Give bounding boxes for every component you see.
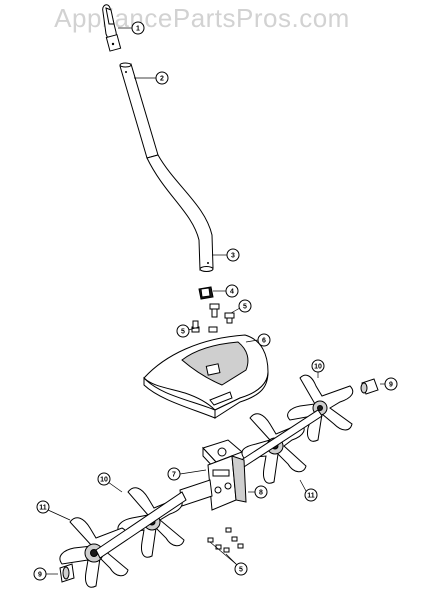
part-9-hub-cap-right[interactable] xyxy=(360,378,379,395)
callout-3: 3 xyxy=(226,248,240,262)
callout-5-lower: 5 xyxy=(234,562,248,576)
part-2-upper-handle-tube[interactable] xyxy=(119,62,159,159)
part-6-tine-shield[interactable] xyxy=(143,334,269,419)
callout-2: 2 xyxy=(155,71,169,85)
watermark: AppliancePartsPros.com xyxy=(54,3,350,33)
part-8-gearbox[interactable] xyxy=(179,455,247,511)
callout-6-label: 6 xyxy=(262,338,266,345)
callout-10-right: 10 xyxy=(311,359,325,373)
tine-shaft-left xyxy=(95,491,187,559)
callout-11-left: 11 xyxy=(36,500,50,514)
callout-5-left: 5 xyxy=(176,324,190,338)
callout-6: 6 xyxy=(257,333,271,347)
callout-9-left-label: 9 xyxy=(38,572,42,579)
part-10-right-outer-tine[interactable] xyxy=(287,374,354,442)
callout-10-left: 10 xyxy=(97,472,111,486)
callout-8-label: 8 xyxy=(259,490,263,497)
callout-10-right-label: 10 xyxy=(314,364,322,371)
callout-7: 7 xyxy=(167,467,181,481)
callout-9-left: 9 xyxy=(33,567,47,581)
part-5-lower-hardware[interactable] xyxy=(207,527,244,553)
part-5-upper-hardware[interactable] xyxy=(191,303,235,333)
part-4-bushing[interactable] xyxy=(198,286,214,300)
callout-1-label: 1 xyxy=(136,26,140,33)
callout-7-label: 7 xyxy=(172,472,176,479)
part-1-handle-grip[interactable] xyxy=(102,4,122,52)
leader-lines xyxy=(46,27,386,575)
callout-4: 4 xyxy=(225,284,239,298)
callout-9-right: 9 xyxy=(384,377,398,391)
callout-11-right: 11 xyxy=(304,488,318,502)
callout-5-upper-label: 5 xyxy=(243,304,247,311)
callout-11-right-label: 11 xyxy=(307,493,315,500)
callout-4-label: 4 xyxy=(230,289,234,296)
callout-5-lower-label: 5 xyxy=(239,567,243,574)
callout-10-left-label: 10 xyxy=(100,477,108,484)
callout-9-right-label: 9 xyxy=(389,382,393,389)
callout-5-upper: 5 xyxy=(238,299,252,313)
callout-11-left-label: 11 xyxy=(39,505,47,512)
part-3-lower-handle-tube[interactable] xyxy=(146,154,214,272)
callout-8: 8 xyxy=(254,485,268,499)
callout-3-label: 3 xyxy=(231,253,235,260)
callout-1: 1 xyxy=(131,21,145,35)
callout-2-label: 2 xyxy=(160,76,164,83)
part-9-hub-cap-left[interactable] xyxy=(59,563,75,583)
callout-5-left-label: 5 xyxy=(181,329,185,336)
